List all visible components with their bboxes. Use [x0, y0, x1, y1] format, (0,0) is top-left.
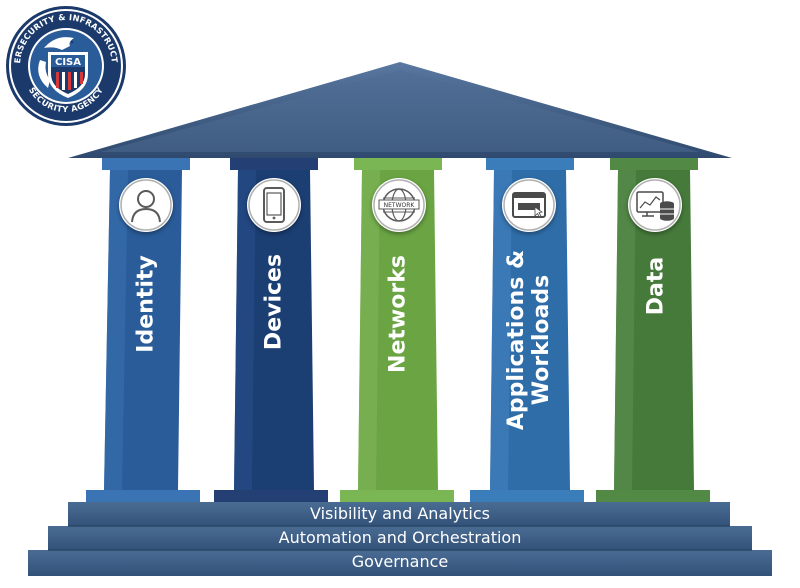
roof-highlight: [100, 70, 700, 152]
pillar-devices: [214, 158, 328, 502]
network-icon-text: NETWORK: [384, 202, 416, 209]
pillar-label-identity: Identity: [133, 255, 159, 353]
network-globe-icon: NETWORK: [372, 178, 426, 232]
pillar-identity: [86, 158, 200, 502]
pillar-label-data: Data: [643, 256, 669, 316]
pillar-label-applications-workloads: Applications & Workloads: [504, 249, 554, 431]
cisa-seal-icon: CYBERSECURITY & INFRASTRUCTURE SECURITY …: [4, 4, 126, 126]
foundation-label-governance: Governance: [351, 552, 449, 571]
foundation-label-automation-orchestration: Automation and Orchestration: [278, 528, 522, 547]
pillar-label-devices: Devices: [261, 253, 287, 351]
step-governance: [28, 550, 772, 576]
step-automation-orchestration: [48, 526, 752, 550]
pillar-label-networks: Networks: [385, 255, 411, 373]
phone-icon: [247, 178, 301, 232]
logo-shield-text: CISA: [55, 57, 81, 68]
pillar-networks: [340, 158, 454, 502]
foundation-label-visibility-analytics: Visibility and Analytics: [310, 504, 490, 523]
person-icon: [119, 178, 173, 232]
pillar-applications-workloads: [470, 158, 584, 502]
step-visibility-analytics: [68, 502, 730, 526]
data-database-icon: [628, 178, 682, 232]
application-window-icon: [502, 178, 556, 232]
pillar-data: [596, 158, 710, 502]
